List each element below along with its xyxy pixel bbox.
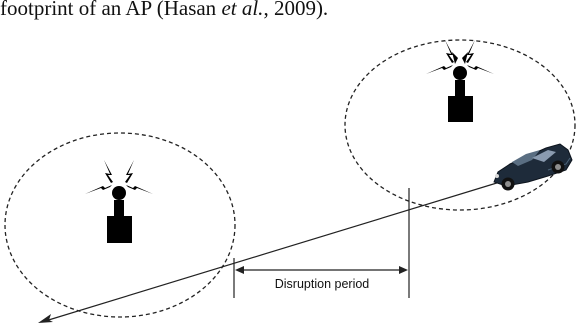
disruption-period-label: Disruption period — [275, 277, 370, 291]
caption-italic: et al. — [221, 0, 264, 20]
coverage-circle-right — [344, 39, 576, 211]
access-point-left-icon — [85, 160, 153, 243]
vehicle-trajectory-line — [41, 181, 501, 323]
caption-suffix: , 2009). — [263, 0, 329, 20]
caption-text: footprint of an AP (Hasan et al., 2009). — [0, 0, 576, 20]
coverage-circle-left — [4, 132, 236, 318]
caption-prefix: footprint of an AP (Hasan — [0, 0, 222, 20]
car-icon — [493, 143, 573, 191]
access-point-right-icon — [426, 40, 494, 122]
trajectory-arrowhead — [38, 314, 53, 323]
